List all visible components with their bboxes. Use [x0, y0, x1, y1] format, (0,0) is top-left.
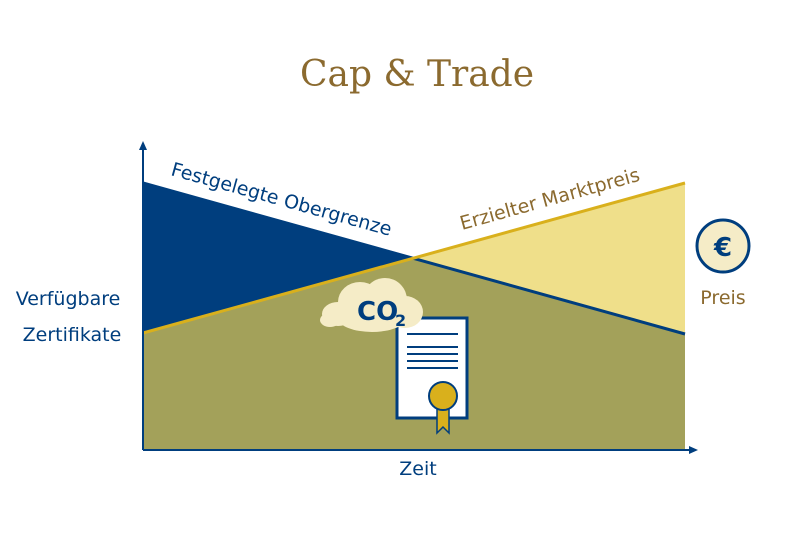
euro-symbol: €: [713, 233, 732, 263]
diagram-title: Cap & Trade: [300, 54, 534, 95]
euro-coin-icon: €: [695, 218, 751, 274]
y-axis-label-line2: Zertifikate: [23, 324, 122, 346]
price-line: [142, 181, 686, 335]
x-axis-label: Zeit: [399, 458, 436, 480]
y-axis-arrow-icon: [139, 141, 147, 150]
x-axis-arrow-icon: [689, 446, 698, 454]
cap-excess-region: [143, 183, 413, 333]
certificate-icon: [395, 316, 469, 435]
price-region: [413, 183, 685, 333]
co2-text: CO: [357, 297, 398, 327]
co2-subscript: 2: [395, 311, 406, 330]
co2-cloud-icon: CO 2: [320, 278, 423, 332]
price-label: Preis: [700, 287, 745, 309]
y-axis-label-line1: Verfügbare: [16, 288, 121, 310]
